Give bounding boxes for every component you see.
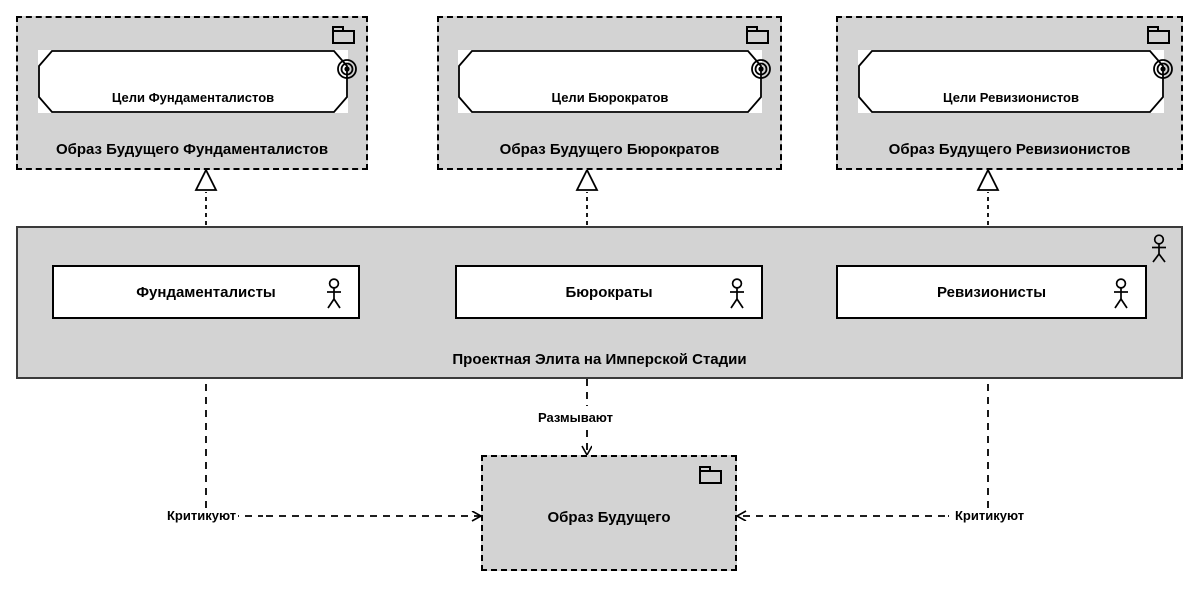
- edge-label-criticize-left: Критикуют: [165, 508, 239, 523]
- folder-icon: [746, 26, 770, 51]
- package-label: Образ Будущего Бюрократов: [499, 141, 720, 158]
- realization-bureaucrats: [575, 167, 599, 265]
- actor-icon: [1149, 234, 1169, 269]
- actor-label: Бюрократы: [565, 283, 653, 301]
- actor-box-fundamentalists[interactable]: Фундаменталисты: [52, 265, 360, 319]
- package-label: Образ Будущего Ревизионистов: [888, 141, 1131, 158]
- folder-icon: [332, 26, 356, 51]
- goal-revisionists[interactable]: Цели Ревизионистов: [858, 50, 1173, 113]
- package-bureaucrats[interactable]: Цели Бюрократов Образ Будущего Бюрократо…: [437, 16, 782, 170]
- package-revisionists[interactable]: Цели Ревизионистов Образ Будущего Ревизи…: [836, 16, 1183, 170]
- package-image-of-future[interactable]: Образ Будущего: [481, 455, 737, 571]
- actor-icon: [727, 278, 747, 315]
- edge-label-criticize-right: Критикуют: [953, 508, 1027, 523]
- folder-icon: [1147, 26, 1171, 51]
- package-fundamentalists[interactable]: Цели Фундаменталистов Образ Будущего Фун…: [16, 16, 368, 170]
- goal-fundamentalists[interactable]: Цели Фундаменталистов: [38, 50, 357, 113]
- actor-icon: [324, 278, 344, 315]
- package-label: Образ Будущего: [547, 509, 671, 526]
- actor-box-revisionists[interactable]: Ревизионисты: [836, 265, 1147, 319]
- realization-revisionists: [976, 167, 1000, 265]
- edge-label-blur: Размывают: [538, 410, 613, 425]
- goal-label: Цели Ревизионистов: [943, 90, 1079, 105]
- goal-label: Цели Бюрократов: [551, 90, 669, 105]
- goal-label: Цели Фундаменталистов: [111, 90, 275, 105]
- actor-box-bureaucrats[interactable]: Бюрократы: [455, 265, 763, 319]
- panel-label: Проектная Элита на Имперской Стадии: [452, 351, 747, 368]
- package-label: Образ Будущего Фундаменталистов: [55, 141, 329, 158]
- folder-icon: [699, 466, 723, 491]
- actor-label: Ревизионисты: [936, 283, 1047, 301]
- actor-label: Фундаменталисты: [136, 283, 276, 301]
- realization-fundamentalists: [194, 167, 218, 265]
- goal-bureaucrats[interactable]: Цели Бюрократов: [458, 50, 771, 113]
- actor-icon: [1111, 278, 1131, 315]
